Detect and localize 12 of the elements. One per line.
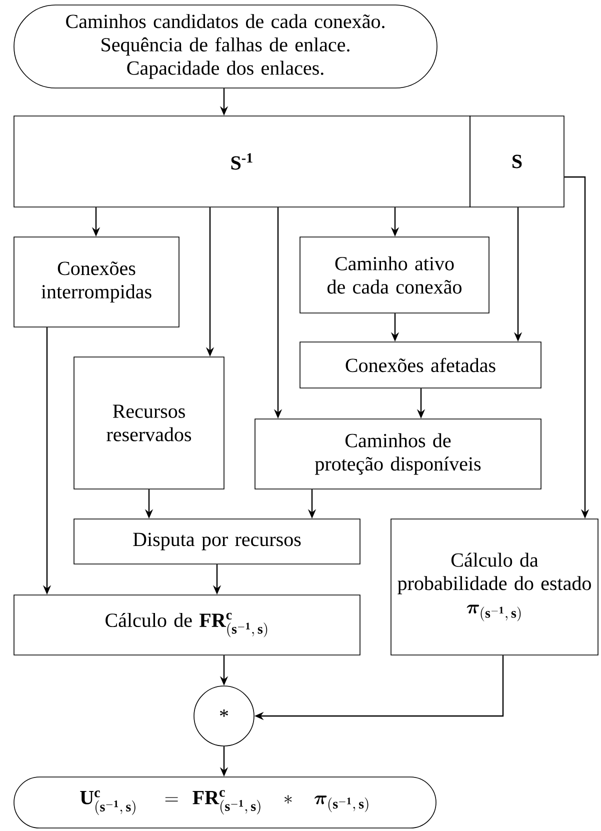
terminal-box: $\mathbf{U}^{\mathbf{c}}_{\mathbf{(s^{-1},\,s)}}\;=\mathbf{FR}^{\mathbf{c}}_{\mathbf{(s^{-1},\,s)}}\;*\;\boldsymbol{\pi}_{\mathbf{(s^{-1},\,s)}}$ (14, 776, 436, 828)
process-box: Caminhos de proteção disponíveis (254, 418, 542, 490)
process-box: Disputa por recursos (74, 518, 360, 564)
process-box: S$^{-1}$ (14, 116, 470, 208)
process-box: S (470, 116, 564, 208)
process-box: Recursos reservados (74, 356, 224, 490)
terminal-box: Caminhos candidatos de cada conexão. Sequência de falhas de enlace. Capacidade dos enlaces. (14, 4, 438, 88)
process-box: Cálculo da probabilidade do estado $\boldsymbol{\pi}_{\mathbf{(s^{-1},\,s)}}$ (390, 518, 598, 656)
process-box: Cálculo de $\mathbf{FR}^{\mathbf{c}}_{\mathbf{(s^{-1},\,s)}}$ (14, 594, 360, 656)
process-box: Caminho ativo de cada conexão (300, 236, 490, 314)
process-box: Conexões afetadas (300, 342, 542, 388)
process-box: Conexões interrompidas (14, 236, 180, 328)
